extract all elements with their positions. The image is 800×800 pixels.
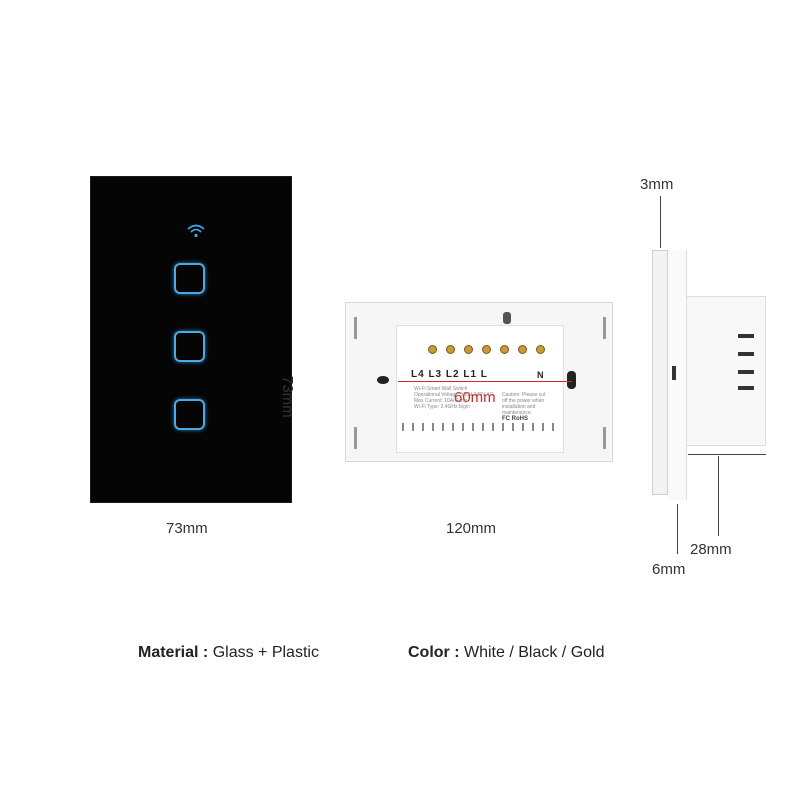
screw-hole-right [567,371,576,389]
color-value: White / Black / Gold [459,644,605,661]
dim-line-28mm [718,456,719,536]
terminal-screw [482,345,491,354]
terminal-screw [500,345,509,354]
top-clip [503,312,511,324]
side-bottom-thickness-label: 6mm [652,561,686,578]
terminal-screw [518,345,527,354]
touch-button-3[interactable] [174,399,205,430]
caution-text: Caution: Please cut off the power when i… [502,392,546,416]
terminal-pin [738,370,754,374]
touch-button-1[interactable] [174,263,205,294]
label-line: Wi-Fi Type: 2.4GHz b/g/n [414,404,471,410]
screw-spacing-line [398,381,572,382]
back-width-label: 120mm [446,520,497,537]
material-key: Material : [138,644,209,661]
screw-hole-left [377,376,389,384]
side-depth-label: 28mm [690,541,732,558]
terminal-pin [738,386,754,390]
side-glass-face [652,250,668,495]
label-line: Operational Voltage: 100V-240V AC [414,392,494,398]
color-spec: Color : White / Black / Gold [408,644,604,662]
mount-slot [603,317,606,339]
side-notch [672,366,676,380]
label-line: Max Current: 10A/Gang [414,398,467,404]
back-panel: L4 L3 L2 L1 L N 60mm Wi-Fi Smart Wall Sw… [345,302,613,462]
material-value: Glass + Plastic [208,644,319,661]
dim-line-3mm [660,196,661,248]
terminal-screw [536,345,545,354]
mount-slot [603,427,606,449]
terminal-screw [446,345,455,354]
terminal-pin [738,334,754,338]
touch-button-2[interactable] [174,331,205,362]
side-frame [668,250,687,500]
label-title: Wi-Fi Smart Wall Switch [414,386,468,392]
terminal-screw [428,345,437,354]
terminal-screw [464,345,473,354]
front-width-label: 73mm [166,520,208,537]
mount-slot [354,427,357,449]
screw-spacing-label: 60mm [454,389,496,406]
side-top-thickness-label: 3mm [640,176,674,193]
mount-slot [354,317,357,339]
color-key: Color : [408,644,460,661]
front-panel [90,176,292,503]
terminal-n-label: N [537,370,544,380]
cert-marks: FC RoHS [502,416,528,422]
vent-ticks [402,423,558,431]
front-height-label: 73mm [279,376,296,418]
dim-line-6mm [677,504,678,554]
material-spec: Material : Glass + Plastic [138,644,319,662]
side-housing [686,296,766,446]
terminal-screws [428,341,554,359]
terminal-pin [738,352,754,356]
terminal-labels: L4 L3 L2 L1 L [411,369,488,380]
spec-label: Wi-Fi Smart Wall Switch Operational Volt… [414,386,494,410]
dim-line-28mm-h [688,454,766,455]
wifi-icon [187,224,205,238]
